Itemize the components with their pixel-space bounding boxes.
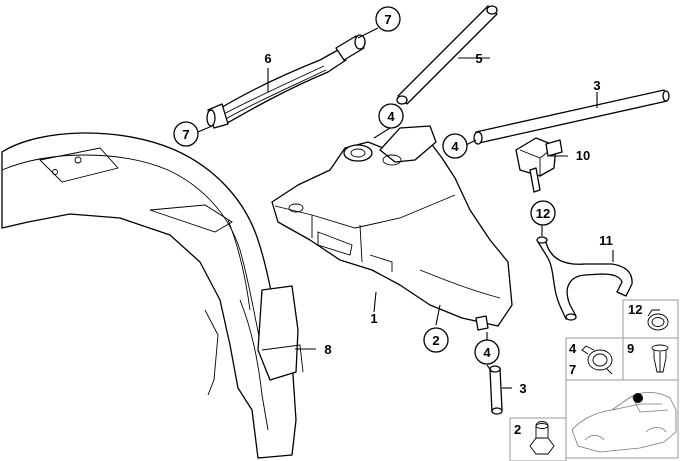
expanding-rivet-icon [651,344,669,373]
svg-text:11: 11 [599,233,613,248]
svg-text:8: 8 [324,342,331,357]
callout-7-left: 7 [173,121,199,147]
callout-8: 8 [324,342,331,357]
hose-clip-icon [581,345,613,375]
callout-11: 11 [599,233,613,248]
callout-12: 12 [530,200,556,226]
legend-label-7: 7 [569,362,576,377]
callout-3-top: 3 [593,78,600,93]
callout-4-hose: 4 [442,133,468,159]
svg-text:5: 5 [475,51,482,66]
hose-5-part [396,5,498,105]
svg-text:6: 6 [264,51,271,66]
svg-text:7: 7 [384,12,391,27]
svg-text:1: 1 [370,311,377,326]
callout-7-top: 7 [375,6,401,32]
car-locator-icon [571,392,677,453]
svg-text:4: 4 [451,139,459,154]
pump-10-part [515,137,563,193]
hose-3-short-part [489,365,503,415]
callout-6: 6 [264,51,271,66]
legend-label-2: 2 [514,422,521,437]
callout-4-reservoir: 4 [378,103,404,129]
legend-label-12: 12 [628,302,642,317]
leader-lines [197,27,614,389]
callout-4-bottom: 4 [474,339,500,365]
callout-1: 1 [370,311,377,326]
svg-text:3: 3 [519,381,526,396]
wheel-arch-liner-part [1,132,304,459]
washer-reservoir-part [271,125,513,331]
legend-label-4: 4 [569,341,577,356]
svg-text:2: 2 [432,333,439,348]
svg-text:12: 12 [536,206,550,221]
callout-5: 5 [475,51,482,66]
svg-text:10: 10 [576,148,590,163]
svg-text:7: 7 [182,127,189,142]
hose-11-part [536,236,633,321]
legend-grid: 12 4 7 9 [509,299,679,461]
clamp-icon [647,309,669,331]
callout-3-bottom: 3 [519,381,526,396]
svg-text:4: 4 [483,345,491,360]
hose-3-long-part [473,89,670,145]
callout-2: 2 [423,327,449,353]
hose-6-part [206,34,366,129]
legend-label-9: 9 [627,341,634,356]
nut-icon [529,421,555,455]
svg-text:3: 3 [593,78,600,93]
svg-text:4: 4 [387,109,395,124]
callout-10: 10 [576,148,590,163]
